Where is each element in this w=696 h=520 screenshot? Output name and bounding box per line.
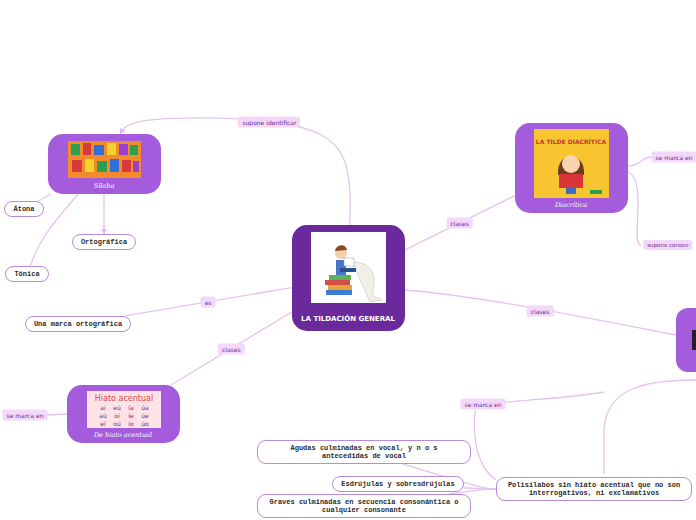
node-text: Átona	[13, 205, 34, 213]
branch-line	[490, 392, 604, 404]
topic-box: Sílaba	[48, 134, 161, 194]
picture-title: LA TILDE DIACRÍTICA	[536, 138, 606, 145]
node-text: Agudas culminadas en vocal, y n o s ante…	[266, 444, 462, 460]
node-text: LA TILDACIÓN GENERAL	[301, 315, 395, 324]
branch-label: se marca en	[652, 152, 696, 163]
vowel-pair: ío	[128, 420, 133, 427]
vowel-pair: oí	[114, 412, 119, 419]
edge-label: clases	[218, 343, 245, 354]
connector	[125, 288, 291, 316]
vowel-pair: úo	[141, 420, 148, 427]
leader-line	[628, 172, 641, 245]
vowel-pair: úe	[141, 412, 149, 419]
picture-title: Hiato acentual	[95, 394, 153, 403]
branch-label: supone conoce	[643, 240, 692, 250]
node-text: Esdrújulas y sobresdrújulas	[341, 480, 454, 488]
branch-label: se marca en	[461, 399, 506, 410]
vowel-pair: íe	[128, 412, 133, 419]
vowel-pair: úa	[141, 404, 148, 411]
node-text: Diacrítica	[555, 201, 587, 209]
concept-box: Esdrújulas y sobresdrújulas	[332, 476, 463, 492]
edge-label: supone identificar	[238, 116, 300, 127]
leader-line	[628, 157, 652, 166]
edge-label: clases	[446, 218, 473, 229]
connector	[171, 312, 292, 385]
node-text: Sílaba	[94, 182, 115, 190]
node-text: Tónica	[14, 270, 39, 278]
vowel-pair: oú	[113, 420, 120, 427]
vowel-pair: eí	[100, 420, 105, 427]
node-text: Graves culminadas en secuencia consonánt…	[266, 498, 462, 514]
concept-box: Átona	[4, 201, 43, 217]
vowel-pair: aú	[99, 412, 106, 419]
topic-box: Diacrítica	[515, 123, 628, 213]
branch-line	[474, 410, 496, 480]
concept-box: Ortográfica	[72, 234, 136, 250]
concept-box: Tónica	[5, 266, 48, 282]
concept-box: Graves culminadas en secuencia consonánt…	[257, 494, 471, 518]
concept-box: Agudas culminadas en vocal, y n o s ante…	[257, 440, 471, 464]
offscreen-topic-box	[676, 308, 696, 372]
concept-box: Una marca ortográfica	[25, 316, 131, 332]
vowel-pair: eú	[113, 404, 121, 411]
central-topic: LA TILDACIÓN GENERAL	[292, 225, 405, 331]
vowel-pair: ai	[100, 404, 105, 411]
branch-label: se marca en	[3, 410, 48, 421]
node-text: Una marca ortográfica	[34, 320, 122, 328]
branch-line	[405, 290, 676, 335]
branch-label: clases	[527, 306, 554, 317]
node-text: Ortográfica	[81, 238, 127, 246]
node-text: Polisílabos sin hiato acentual que no so…	[505, 481, 683, 497]
vowel-pair: ía	[128, 404, 133, 411]
connector	[405, 196, 515, 250]
concept-box: Polisílabos sin hiato acentual que no so…	[496, 477, 692, 501]
leader-line	[47, 414, 67, 415]
connector	[103, 194, 104, 234]
branch-line	[604, 380, 696, 474]
edge-label: es	[201, 296, 216, 307]
connector	[38, 194, 50, 201]
node-text: De hiato acentual	[94, 431, 152, 439]
